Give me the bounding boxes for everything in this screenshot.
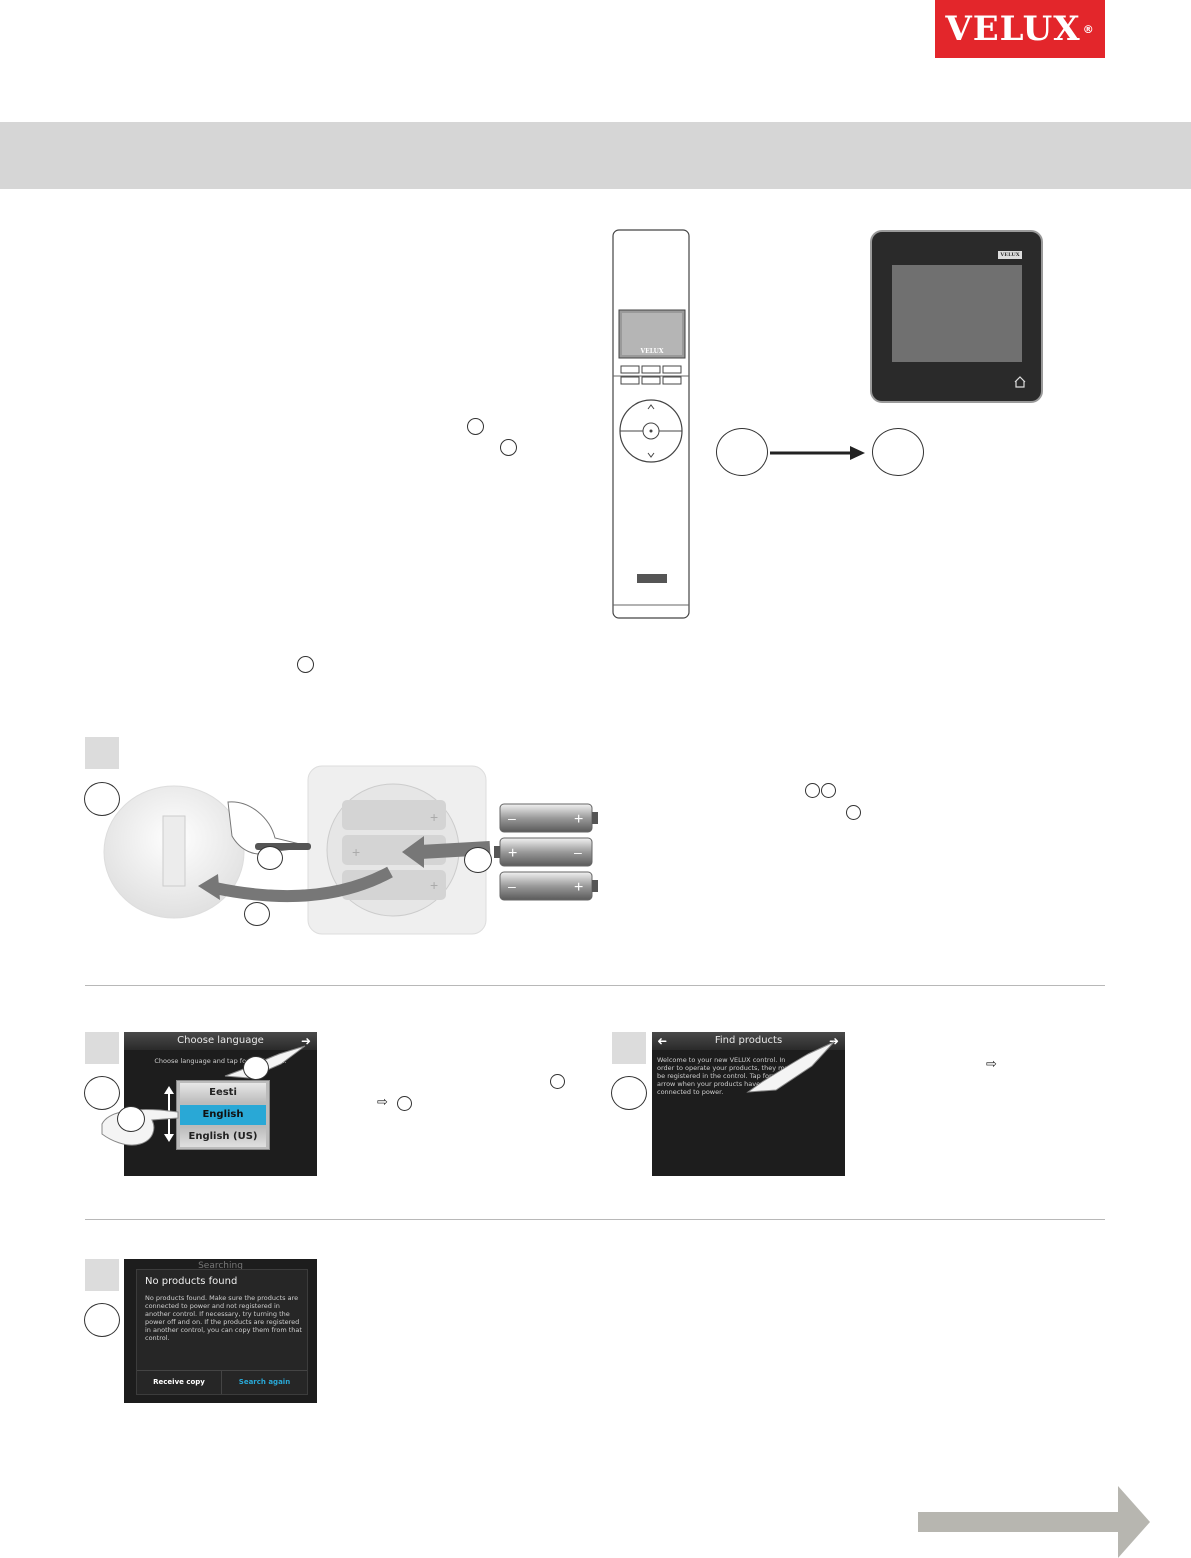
divider bbox=[85, 985, 1105, 986]
find-products-body: Welcome to your new VELUX control. In or… bbox=[657, 1056, 795, 1096]
find-products-title: Find products bbox=[652, 1032, 845, 1050]
forward-arrow-ref-icon: ⇨ bbox=[986, 1056, 997, 1071]
language-screen-title: Choose language bbox=[124, 1032, 317, 1050]
ref-circle bbox=[805, 783, 820, 798]
remote-velux-label: VELUX bbox=[640, 348, 664, 355]
svg-text:+: + bbox=[508, 845, 517, 862]
language-list[interactable]: Eesti English English (US) bbox=[176, 1080, 270, 1150]
svg-text:+: + bbox=[352, 844, 360, 860]
back-arrow-icon[interactable]: ➜ bbox=[657, 1034, 668, 1048]
step-number-box bbox=[85, 737, 119, 769]
no-products-dialog: No products found No products found. Mak… bbox=[136, 1269, 308, 1395]
velux-logo: VELUX® bbox=[935, 0, 1105, 58]
step-number-box bbox=[85, 1032, 119, 1064]
language-option[interactable]: English (US) bbox=[180, 1127, 266, 1147]
step-number-box bbox=[612, 1032, 646, 1064]
svg-text:+: + bbox=[430, 877, 438, 893]
ref-circle bbox=[821, 783, 836, 798]
language-option[interactable]: Eesti bbox=[180, 1083, 266, 1103]
step-circle bbox=[84, 1303, 120, 1337]
svg-text:+: + bbox=[574, 879, 583, 896]
ref-circle bbox=[467, 418, 484, 435]
forward-arrow-ref-icon: ⇨ bbox=[377, 1094, 388, 1109]
searching-bg-title: Searching bbox=[198, 1261, 243, 1271]
searching-screen: Searching No products found No products … bbox=[124, 1259, 317, 1403]
svg-text:+: + bbox=[430, 809, 438, 825]
step-circle-screwdriver bbox=[257, 846, 283, 870]
remote-control-illustration bbox=[612, 229, 690, 619]
svg-text:–: – bbox=[508, 878, 516, 894]
logo-text: VELUX bbox=[945, 9, 1081, 49]
registered-mark: ® bbox=[1082, 22, 1095, 36]
tap-hand-icon bbox=[746, 1041, 835, 1093]
wall-control-screen bbox=[892, 265, 1022, 362]
search-again-button[interactable]: Search again bbox=[222, 1370, 307, 1394]
wall-control-illustration: VELUX bbox=[870, 230, 1043, 403]
step-circle-cover bbox=[244, 902, 270, 926]
step-circle-swipe bbox=[117, 1106, 145, 1132]
language-screen-subtitle: Choose language and tap forward arrow. bbox=[154, 1057, 287, 1065]
forward-arrow-icon[interactable]: ➜ bbox=[828, 1034, 839, 1048]
dialog-body: No products found. Make sure the product… bbox=[145, 1294, 302, 1342]
copy-arrow-icon bbox=[770, 446, 865, 460]
header-band bbox=[0, 122, 1191, 189]
svg-text:–: – bbox=[574, 844, 582, 860]
battery-insertion-illustration: + + + – + + – – + bbox=[103, 765, 598, 935]
language-option-selected[interactable]: English bbox=[180, 1105, 266, 1125]
step-circle-tap bbox=[243, 1056, 269, 1080]
ref-circle bbox=[500, 439, 517, 456]
next-page-arrow-icon bbox=[1118, 1486, 1150, 1558]
step-circle-target bbox=[872, 428, 924, 476]
receive-copy-button[interactable]: Receive copy bbox=[137, 1370, 222, 1394]
step-circle bbox=[611, 1076, 647, 1110]
step-circle-source bbox=[716, 428, 768, 476]
forward-arrow-icon[interactable]: ➜ bbox=[300, 1034, 311, 1048]
language-screen: Choose language ➜ Choose language and ta… bbox=[124, 1032, 317, 1176]
dialog-title: No products found bbox=[145, 1276, 238, 1287]
next-page-arrow-shaft bbox=[918, 1512, 1118, 1532]
step-circle bbox=[84, 1076, 120, 1110]
ref-circle bbox=[846, 805, 861, 820]
ref-circle bbox=[550, 1074, 565, 1089]
find-products-screen: Find products ➜ ➜ Welcome to your new VE… bbox=[652, 1032, 845, 1176]
step-number-box bbox=[85, 1259, 119, 1291]
home-icon bbox=[1014, 376, 1026, 388]
step-circle-batteries bbox=[464, 847, 492, 873]
svg-text:–: – bbox=[508, 810, 516, 826]
ref-circle bbox=[397, 1096, 412, 1111]
wall-velux-label: VELUX bbox=[998, 251, 1022, 259]
step-circle bbox=[84, 782, 120, 816]
divider bbox=[85, 1219, 1105, 1220]
ref-circle bbox=[297, 656, 314, 673]
svg-text:+: + bbox=[574, 811, 583, 828]
